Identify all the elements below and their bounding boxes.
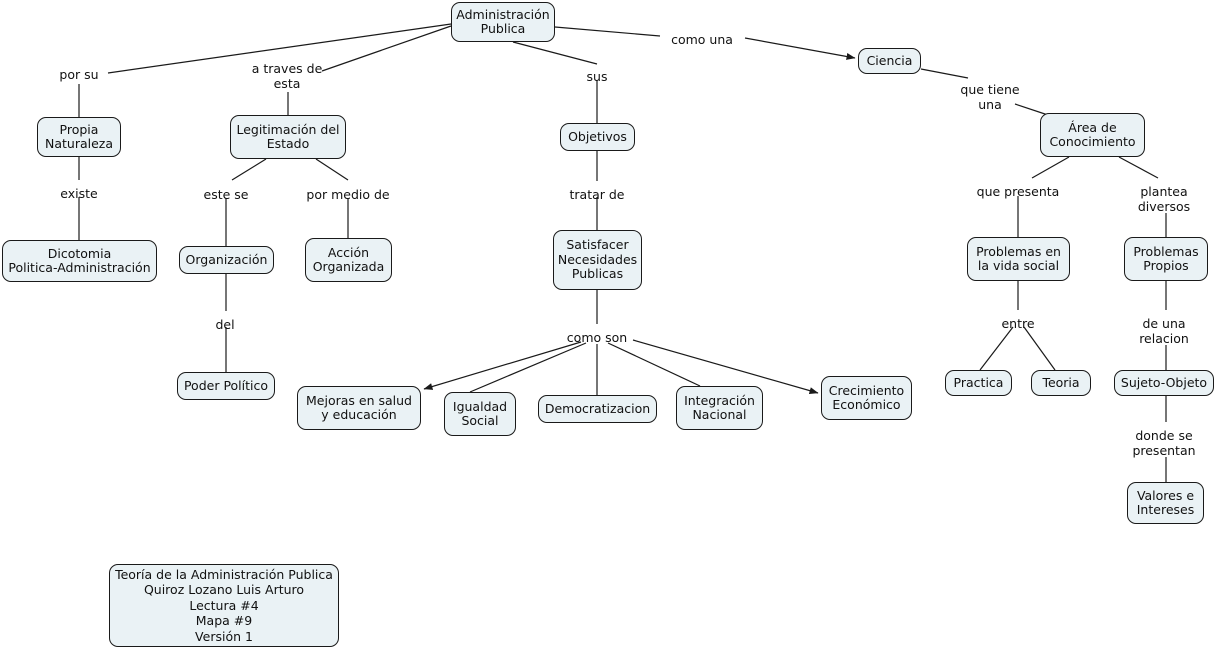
edge-area-plantea [1118, 156, 1159, 179]
edge-ap-atraves-a [321, 25, 452, 72]
edge-ciencia-quetiene [920, 68, 969, 79]
edge-quetiene-area [1014, 103, 1049, 116]
edge-comouna-ciencia [744, 37, 856, 60]
link-label-tratar-de: tratar de [569, 187, 625, 202]
edge-entre-practica [979, 326, 1014, 371]
link-label-entre: entre [1001, 316, 1035, 331]
node-organizacion[interactable]: Organización [179, 246, 274, 274]
edge-comoson-integracion [607, 342, 701, 387]
link-label-por-su: por su [59, 67, 99, 82]
link-label-sus: sus [586, 69, 608, 84]
node-ciencia[interactable]: Ciencia [858, 48, 921, 74]
link-label-por-medio-de: por medio de [306, 187, 390, 202]
node-crecimiento-economico[interactable]: Crecimiento Económico [821, 376, 912, 420]
edge-ap-sus-a [512, 41, 598, 65]
node-teoria[interactable]: Teoria [1031, 370, 1091, 396]
edge-area-quepresenta [1031, 156, 1070, 179]
link-label-este-se: este se [203, 187, 249, 202]
node-legitimacion-estado[interactable]: Legitimación del Estado [230, 115, 346, 159]
node-democratizacion[interactable]: Democratizacion [538, 395, 657, 423]
legend-box: Teoría de la Administración Publica Quir… [109, 564, 339, 647]
link-label-donde-se-presentan: donde se presentan [1132, 428, 1196, 458]
node-poder-politico[interactable]: Poder Político [177, 372, 275, 400]
edge-comoson-igualdad [469, 342, 587, 393]
node-practica[interactable]: Practica [945, 370, 1012, 396]
edge-comoson-mejoras [423, 341, 582, 390]
node-propia-naturaleza[interactable]: Propia Naturaleza [37, 117, 121, 157]
node-dicotomia[interactable]: Dicotomia Politica-Administración [2, 240, 157, 282]
node-mejoras-salud-educacion[interactable]: Mejoras en salud y educación [297, 386, 421, 430]
link-label-de-una-relacion: de una relacion [1139, 316, 1189, 346]
node-satisfacer-necesidades[interactable]: Satisfacer Necesidades Publicas [553, 230, 642, 290]
link-label-que-presenta: que presenta [976, 184, 1060, 199]
node-sujeto-objeto[interactable]: Sujeto-Objeto [1114, 370, 1214, 396]
node-igualdad-social[interactable]: Igualdad Social [444, 392, 516, 436]
link-label-del: del [215, 317, 235, 332]
node-objetivos[interactable]: Objetivos [560, 123, 635, 151]
edge-ap-comouna-a [554, 26, 661, 37]
link-label-como-son: como son [566, 330, 628, 345]
link-label-plantea-diversos: plantea diversos [1137, 184, 1191, 214]
node-problemas-vida-social[interactable]: Problemas en la vida social [967, 237, 1070, 281]
node-area-conocimiento[interactable]: Área de Conocimiento [1040, 113, 1145, 157]
link-label-como-una: como una [671, 32, 733, 47]
node-integracion-nacional[interactable]: Integración Nacional [676, 386, 763, 430]
link-label-a-traves-de-esta: a traves de esta [251, 61, 323, 91]
edge-entre-teoria [1023, 326, 1056, 371]
node-problemas-propios[interactable]: Problemas Propios [1124, 237, 1208, 281]
node-valores-intereses[interactable]: Valores e Intereses [1127, 482, 1204, 524]
link-label-que-tiene-una: que tiene una [960, 82, 1020, 112]
edge-legit-pormedio [315, 158, 349, 181]
node-accion-organizada[interactable]: Acción Organizada [305, 238, 392, 282]
link-label-existe: existe [60, 186, 98, 201]
node-administracion-publica[interactable]: Administración Publica [451, 2, 555, 42]
edge-legit-estese [231, 158, 267, 181]
